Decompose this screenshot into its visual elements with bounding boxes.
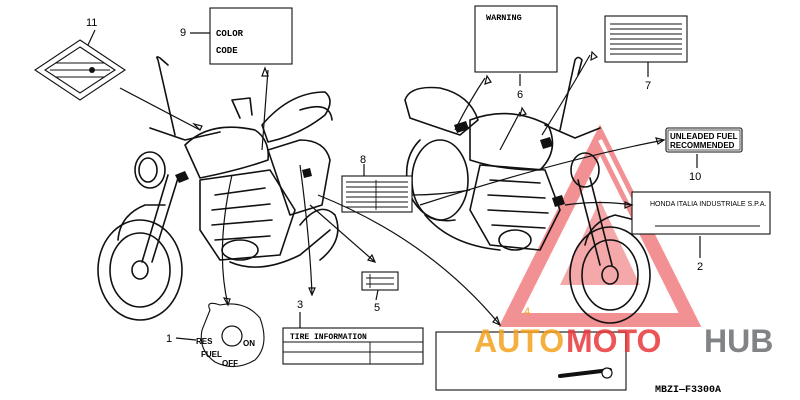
callout-10: 10 (689, 171, 701, 183)
manufacturer-text: HONDA ITALIA INDUSTRIALE S.P.A. (650, 201, 766, 208)
unleaded-line2: RECOMMENDED (670, 141, 735, 150)
label-9-color-code: COLOR CODE (209, 7, 293, 65)
motorcycle-left-view (97, 56, 339, 321)
callout-6: 6 (517, 89, 523, 101)
color-code-line1: COLOR (216, 29, 244, 39)
label-7-striped (604, 15, 688, 63)
callout-5: 5 (374, 302, 380, 314)
watermark-auto: AUTO (474, 323, 564, 359)
watermark-brand: AUTO MOTO HUB (474, 323, 773, 359)
callout-9: 9 (180, 27, 186, 39)
label-11-diamond-decal (34, 39, 126, 101)
label-6-warning: WARNING (474, 5, 558, 73)
label-8-striped (341, 175, 413, 213)
callout-4: 4 (524, 306, 530, 318)
tire-information-title: TIRE INFORMATION (290, 333, 367, 342)
leader-lines (87, 29, 701, 341)
callout-1: 1 (166, 333, 172, 345)
label-4-plate (435, 331, 627, 391)
label-2-manufacturer-plate: HONDA ITALIA INDUSTRIALE S.P.A. (631, 191, 771, 235)
callout-11: 11 (86, 17, 97, 29)
unleaded-line1: UNLEADED FUEL (670, 132, 738, 141)
fuel-off-label: OFF (222, 359, 238, 368)
callout-7: 7 (645, 80, 651, 92)
label-3-tire-information: TIRE INFORMATION (282, 327, 424, 365)
label-5-small-tag (361, 271, 399, 291)
callout-8: 8 (360, 154, 366, 166)
callout-2: 2 (697, 261, 703, 273)
callout-numbers: 11 9 6 7 10 2 8 5 3 1 4 (86, 17, 703, 345)
fuel-fuel-label: FUEL (201, 350, 222, 359)
callout-3: 3 (297, 299, 303, 311)
warning-title: WARNING (486, 13, 522, 23)
fuel-res-label: RES (196, 337, 213, 346)
watermark-hub: HUB (704, 323, 773, 359)
label-10-unleaded-fuel: UNLEADED FUEL RECOMMENDED (665, 127, 743, 153)
part-code: MBZI—F3300A (655, 385, 721, 396)
label-1-fuel-valve: RES ON FUEL OFF (196, 302, 265, 368)
color-code-line2: CODE (216, 46, 238, 56)
watermark-moto: MOTO (566, 323, 661, 359)
fuel-on-label: ON (243, 339, 255, 348)
